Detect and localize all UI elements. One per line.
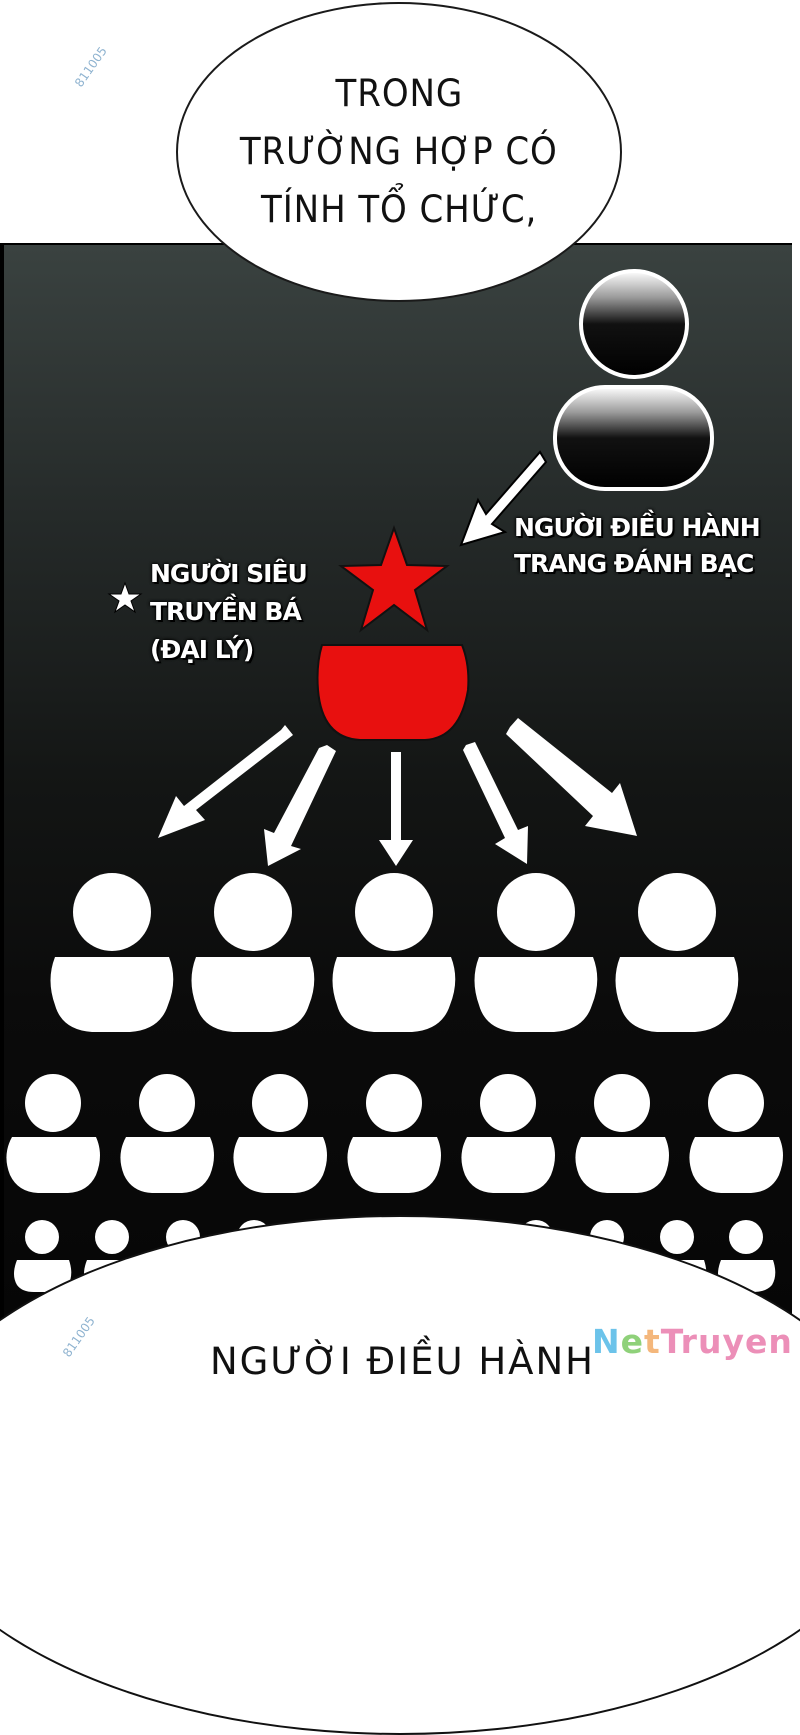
person-icon xyxy=(615,873,739,1032)
person-icon xyxy=(14,1220,72,1292)
brand-part: N xyxy=(592,1322,621,1361)
operator-label: NGƯỜI ĐIỀU HÀNH TRANG ĐÁNH BẠC xyxy=(514,510,761,582)
person-icon xyxy=(474,873,598,1032)
operator-person-icon xyxy=(553,269,714,491)
operator-label-line: NGƯỜI ĐIỀU HÀNH xyxy=(514,513,761,542)
person-icon xyxy=(347,1074,441,1193)
brand-watermark: NetTruyen xyxy=(592,1322,793,1361)
person-icon xyxy=(191,873,315,1032)
speech-bubble-bottom-text: NGƯỜI ĐIỀU HÀNH xyxy=(210,1340,595,1383)
arrow-icon xyxy=(463,742,528,864)
promoter-label: NGƯỜI SIÊU TRUYỀN BÁ (ĐẠI LÝ) xyxy=(150,555,308,669)
brand-part: t xyxy=(644,1322,661,1361)
person-icon xyxy=(575,1074,669,1193)
arrow-icon xyxy=(506,718,637,836)
person-icon xyxy=(689,1074,783,1193)
person-icon xyxy=(120,1074,214,1193)
person-icon xyxy=(332,873,456,1032)
organization-diagram xyxy=(6,269,783,1292)
person-icon xyxy=(461,1074,555,1193)
arrow-icon xyxy=(459,450,548,547)
brand-part: Truyen xyxy=(660,1322,793,1361)
person-icon xyxy=(50,873,174,1032)
star-icon xyxy=(107,581,143,614)
promoter-label-line: TRUYỀN BÁ xyxy=(150,597,302,626)
person-icon xyxy=(6,1074,101,1193)
speech-line: TÍNH TỔ CHỨC, xyxy=(260,188,538,231)
promoter-label-line: NGƯỜI SIÊU xyxy=(150,559,308,588)
speech-bubble-top: TRONG TRƯỜNG HỢP CÓ TÍNH TỔ CHỨC, xyxy=(176,2,622,302)
arrow-icon xyxy=(158,725,293,838)
crowd-row-large xyxy=(50,873,739,1032)
arrow-icon xyxy=(379,752,413,866)
brand-part: e xyxy=(620,1322,645,1361)
speech-line: TRƯỜNG HỢP CÓ xyxy=(240,130,558,173)
distribution-arrows xyxy=(158,718,637,866)
operator-label-line: TRANG ĐÁNH BẠC xyxy=(514,549,754,578)
crowd-row-medium xyxy=(6,1074,783,1193)
promoter-label-line: (ĐẠI LÝ) xyxy=(150,635,254,664)
person-icon xyxy=(233,1074,327,1193)
speech-line: TRONG xyxy=(335,72,463,115)
promoter-person-icon xyxy=(316,524,470,741)
speech-bubble-bottom xyxy=(0,1215,800,1735)
arrow-icon xyxy=(264,745,336,866)
